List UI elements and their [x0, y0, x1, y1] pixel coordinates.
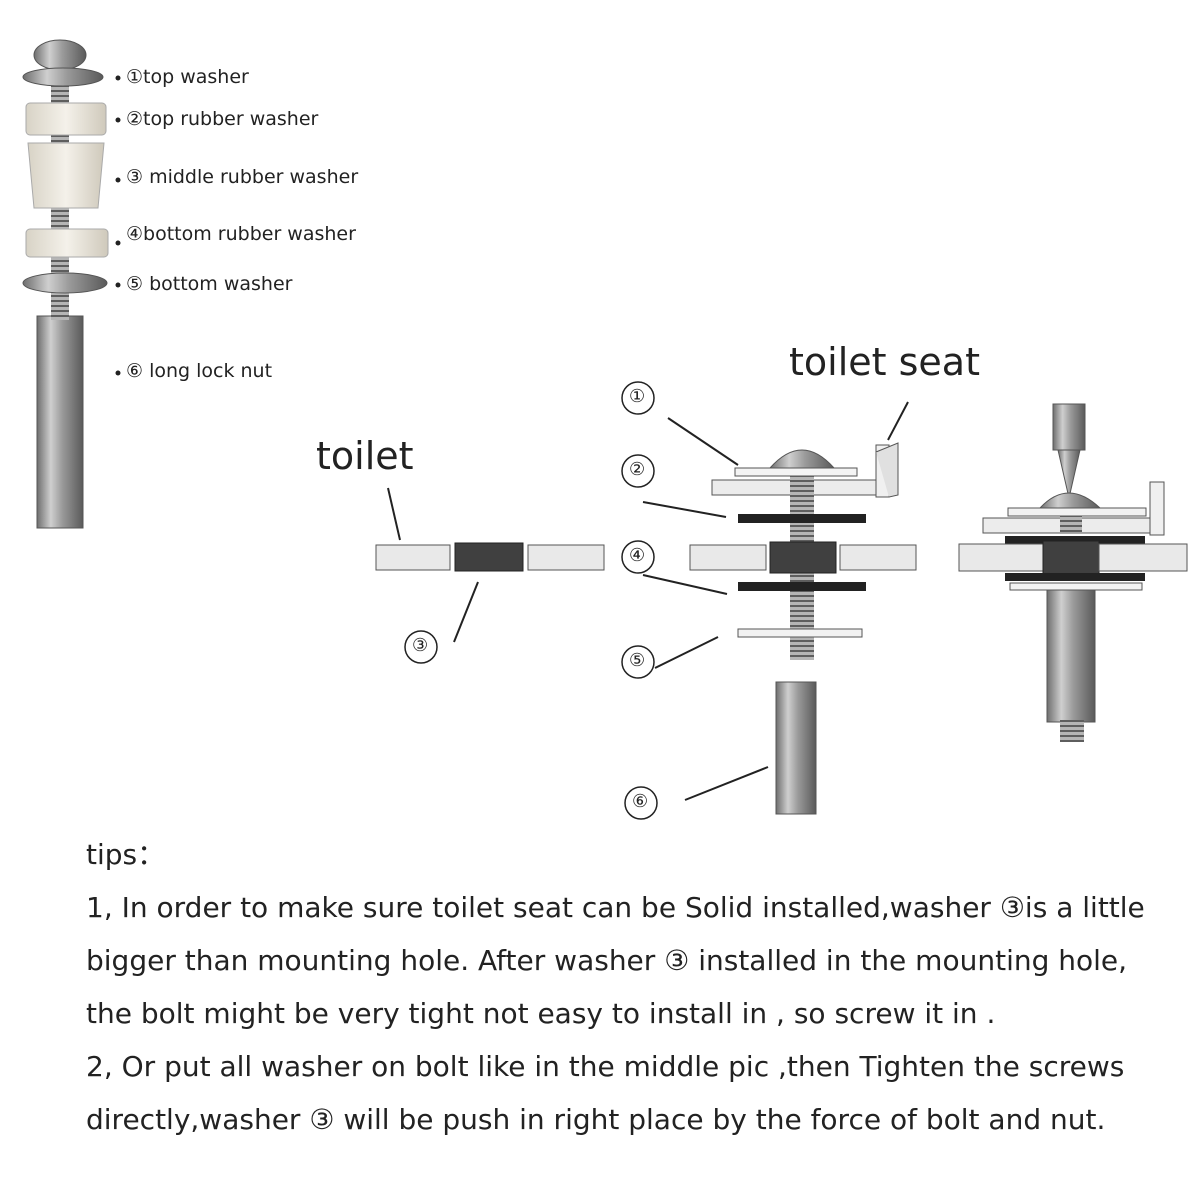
- exploded-assembly: [621, 381, 917, 820]
- tips-line: bigger than mounting hole. After washer …: [86, 944, 1128, 977]
- tips-line: directly,washer ③ will be push in right …: [86, 1103, 1106, 1136]
- bottom-washer: [22, 272, 108, 294]
- number-1: ①: [629, 386, 646, 407]
- number-3: ③: [412, 635, 429, 656]
- bolt-head: [33, 39, 87, 71]
- toilet-cross-section: [375, 487, 605, 664]
- toilet-seat-callout: toilet seat: [789, 340, 980, 384]
- bottom-rubber-washer: [25, 228, 109, 258]
- number-4: ④: [629, 545, 646, 566]
- label-long-lock-nut: ⑥ long lock nut: [126, 360, 273, 382]
- assembled-view: [958, 403, 1188, 742]
- tips-line: 2, Or put all washer on bolt like in the…: [86, 1050, 1125, 1083]
- label-top-washer: ①top washer: [126, 66, 249, 88]
- middle-rubber-washer: [27, 142, 105, 209]
- label-top-rubber-washer: ②top rubber washer: [126, 108, 319, 130]
- tips-line: 1, In order to make sure toilet seat can…: [86, 891, 1145, 924]
- number-6: ⑥: [632, 791, 649, 812]
- top-washer: [22, 67, 104, 87]
- number-2: ②: [629, 459, 646, 480]
- tips-line: the bolt might be very tight not easy to…: [86, 997, 996, 1030]
- long-lock-nut: [36, 315, 84, 529]
- top-rubber-washer: [25, 102, 107, 136]
- tips-heading: tips：: [86, 838, 166, 871]
- label-middle-rubber-washer: ③ middle rubber washer: [126, 166, 359, 188]
- label-bottom-rubber-washer: ④bottom rubber washer: [126, 223, 356, 245]
- number-5: ⑤: [629, 650, 646, 671]
- bolt-kit-photo: [22, 39, 121, 529]
- label-bottom-washer: ⑤ bottom washer: [126, 273, 293, 295]
- tips-section: tips： 1, In order to make sure toilet se…: [86, 828, 1176, 1146]
- toilet-callout: toilet: [316, 434, 414, 478]
